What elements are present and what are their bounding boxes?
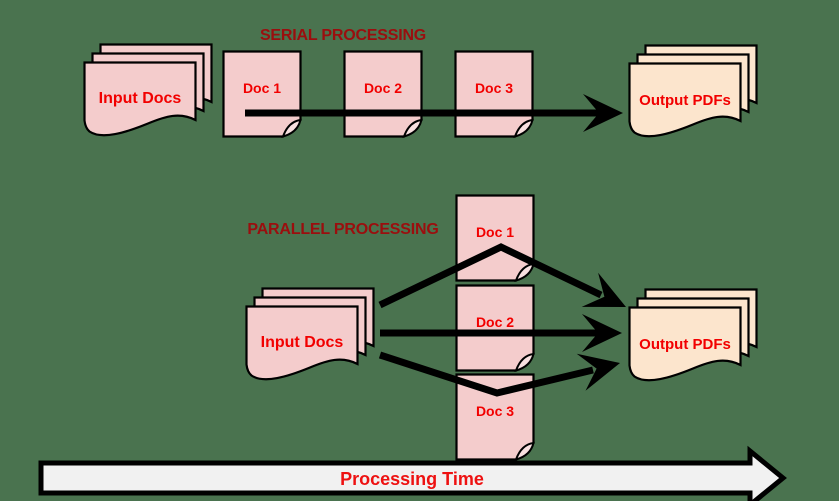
serial-output-stack: Output PDFs [628, 44, 760, 144]
serial-doc-1-note: Doc 1 [222, 50, 302, 138]
parallel-doc-1-label: Doc 1 [475, 224, 515, 240]
serial-input-stack: Input Docs [83, 43, 215, 143]
document-sheet-front [245, 305, 359, 381]
parallel-doc-1-note: Doc 1 [455, 194, 535, 282]
serial-doc-3-label: Doc 3 [474, 80, 514, 96]
serial-doc-2-label: Doc 2 [363, 80, 403, 96]
parallel-section-title: PARALLEL PROCESSING [247, 221, 439, 238]
parallel-input-stack: Input Docs [245, 287, 377, 387]
parallel-doc-2-label: Doc 2 [475, 314, 515, 330]
serial-input-label: Input Docs [98, 90, 182, 107]
document-sheet-front [83, 61, 197, 137]
serial-output-label: Output PDFs [639, 91, 731, 109]
serial-doc-2-note: Doc 2 [343, 50, 423, 138]
serial-doc-3-note: Doc 3 [454, 50, 534, 138]
pdf-sheet-front [628, 306, 742, 382]
parallel-input-label: Input Docs [260, 334, 344, 351]
timeline-label: Processing Time [340, 469, 484, 489]
parallel-doc-3-label: Doc 3 [475, 403, 515, 419]
pdf-sheet-front [628, 62, 742, 138]
serial-doc-1-label: Doc 1 [242, 80, 282, 96]
parallel-output-stack: Output PDFs [628, 288, 760, 388]
parallel-doc-3-note: Doc 3 [455, 373, 535, 461]
parallel-doc-2-note: Doc 2 [455, 284, 535, 372]
parallel-output-label: Output PDFs [639, 335, 731, 353]
serial-section-title: SERIAL PROCESSING [259, 27, 427, 44]
